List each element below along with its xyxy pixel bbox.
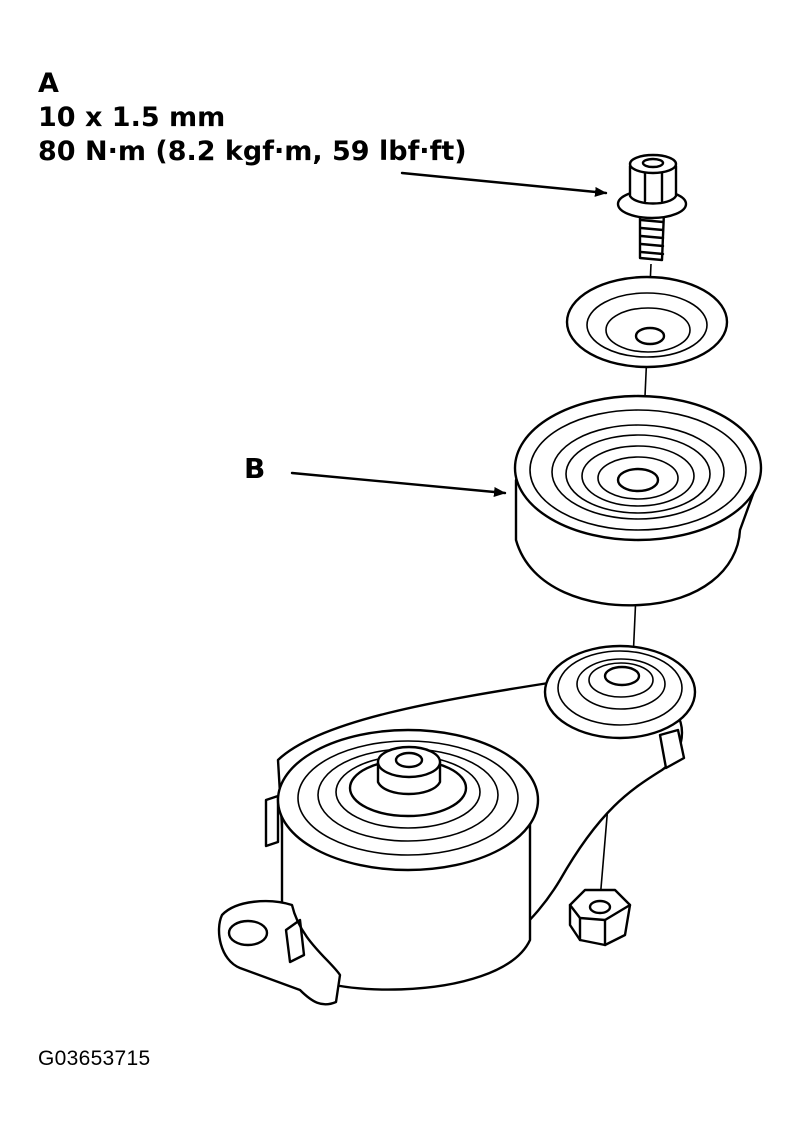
center-line-nut [599,804,609,901]
flange-bolt [616,153,688,262]
callout-a-text: A 10 x 1.5 mm 80 N·m (8.2 kgf·m, 59 lbf·… [38,70,467,172]
callout-a-letter: A [38,68,59,99]
idler-pulley [513,394,763,607]
callout-a-torque: 80 N·m (8.2 kgf·m, 59 lbf·ft) [38,136,467,167]
leader-line-b [290,471,507,497]
figure-id: G03653715 [38,1047,151,1070]
pulley-cover-washer [565,275,729,369]
leader-line-a [400,171,608,197]
callout-a-size: 10 x 1.5 mm [38,102,226,133]
callout-b-letter: B [244,452,266,485]
tensioner-body [217,644,697,1006]
hex-nut [568,888,632,947]
